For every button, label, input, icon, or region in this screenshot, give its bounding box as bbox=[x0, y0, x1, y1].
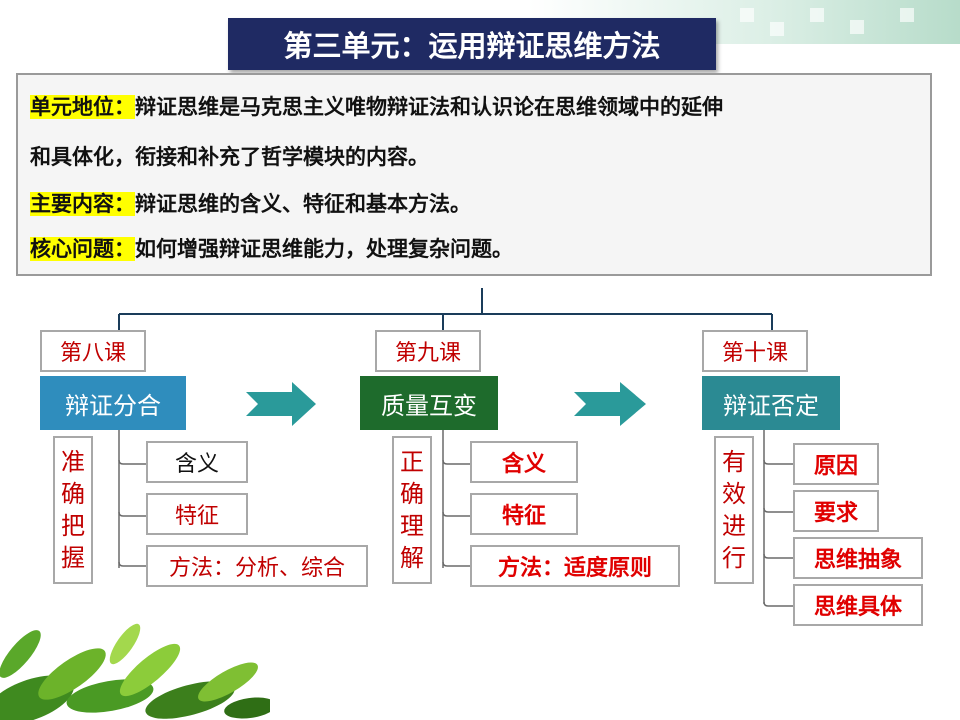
tree-branch-3d bbox=[763, 601, 793, 607]
lesson-8-item-features: 特征 bbox=[146, 493, 248, 535]
intro-content-text: 辩证思维的含义、特征和基本方法。 bbox=[135, 192, 471, 216]
tree-branch-1b bbox=[118, 511, 146, 517]
intro-core-label: 核心问题： bbox=[30, 237, 135, 261]
lesson-10-tag: 第十课 bbox=[702, 330, 808, 372]
page-title: 第三单元：运用辩证思维方法 bbox=[228, 18, 716, 70]
lesson-10-topic: 辩证否定 bbox=[702, 376, 840, 430]
intro-core-text: 如何增强辩证思维能力，处理复杂问题。 bbox=[135, 237, 513, 261]
intro-content-line: 主要内容：辩证思维的含义、特征和基本方法。 bbox=[30, 188, 471, 218]
lesson-10-item-reason: 原因 bbox=[793, 443, 879, 485]
lesson-9-item-features: 特征 bbox=[470, 493, 578, 535]
tree-branch-2c bbox=[442, 561, 470, 567]
leaves-decoration bbox=[0, 623, 270, 720]
intro-position-text-1: 辩证思维是马克思主义唯物辩证法和认识论在思维领域中的延伸 bbox=[135, 95, 723, 119]
vertical-char: 解 bbox=[400, 544, 424, 572]
vertical-char: 确 bbox=[61, 480, 85, 508]
intro-content-label: 主要内容： bbox=[30, 192, 135, 216]
intro-position-line: 单元地位：辩证思维是马克思主义唯物辩证法和认识论在思维领域中的延伸 bbox=[30, 91, 723, 121]
vertical-char: 准 bbox=[61, 448, 85, 476]
vertical-char: 正 bbox=[400, 448, 424, 476]
lesson-10-item-requirement: 要求 bbox=[793, 490, 879, 532]
lesson-8-tag: 第八课 bbox=[40, 330, 146, 372]
tree-branch-1c bbox=[118, 561, 146, 567]
tree-branch-3c bbox=[763, 553, 793, 559]
lesson-9-item-meaning: 含义 bbox=[470, 441, 578, 483]
lesson-9-vertical-label: 正 确 理 解 bbox=[392, 436, 432, 584]
flow-arrow-2 bbox=[574, 382, 646, 426]
lesson-8-vertical-label: 准 确 把 握 bbox=[53, 436, 93, 584]
lesson-8-topic: 辩证分合 bbox=[40, 376, 186, 430]
vertical-char: 行 bbox=[722, 544, 746, 572]
tree-branch-3a bbox=[763, 459, 793, 465]
lesson-9-item-method: 方法：适度原则 bbox=[470, 545, 680, 587]
lesson-8-item-meaning: 含义 bbox=[146, 441, 248, 483]
lesson-10-item-abstract: 思维抽象 bbox=[793, 537, 923, 579]
vertical-char: 握 bbox=[61, 544, 85, 572]
vertical-char: 把 bbox=[61, 512, 85, 540]
intro-position-line-2: 和具体化，衔接和补充了哲学模块的内容。 bbox=[30, 145, 429, 169]
lesson-10-vertical-label: 有 效 进 行 bbox=[714, 436, 754, 584]
lesson-10-item-concrete: 思维具体 bbox=[793, 584, 923, 626]
unit-intro-box: 单元地位：辩证思维是马克思主义唯物辩证法和认识论在思维领域中的延伸 和具体化，衔… bbox=[16, 73, 932, 276]
lesson-9-topic: 质量互变 bbox=[360, 376, 498, 430]
vertical-char: 理 bbox=[400, 512, 424, 540]
tree-branch-3b bbox=[763, 507, 793, 513]
vertical-char: 进 bbox=[722, 512, 746, 540]
vertical-char: 效 bbox=[722, 480, 746, 508]
intro-position-label: 单元地位： bbox=[30, 95, 135, 119]
tree-branch-2a bbox=[442, 459, 470, 465]
lesson-8-item-method: 方法：分析、综合 bbox=[146, 545, 368, 587]
vertical-char: 确 bbox=[400, 480, 424, 508]
intro-core-line: 核心问题：如何增强辩证思维能力，处理复杂问题。 bbox=[30, 233, 513, 263]
lesson-9-tag: 第九课 bbox=[375, 330, 481, 372]
flow-arrow-1 bbox=[246, 382, 316, 426]
tree-branch-2b bbox=[442, 511, 470, 517]
vertical-char: 有 bbox=[722, 448, 746, 476]
tree-branch-1a bbox=[118, 459, 146, 465]
